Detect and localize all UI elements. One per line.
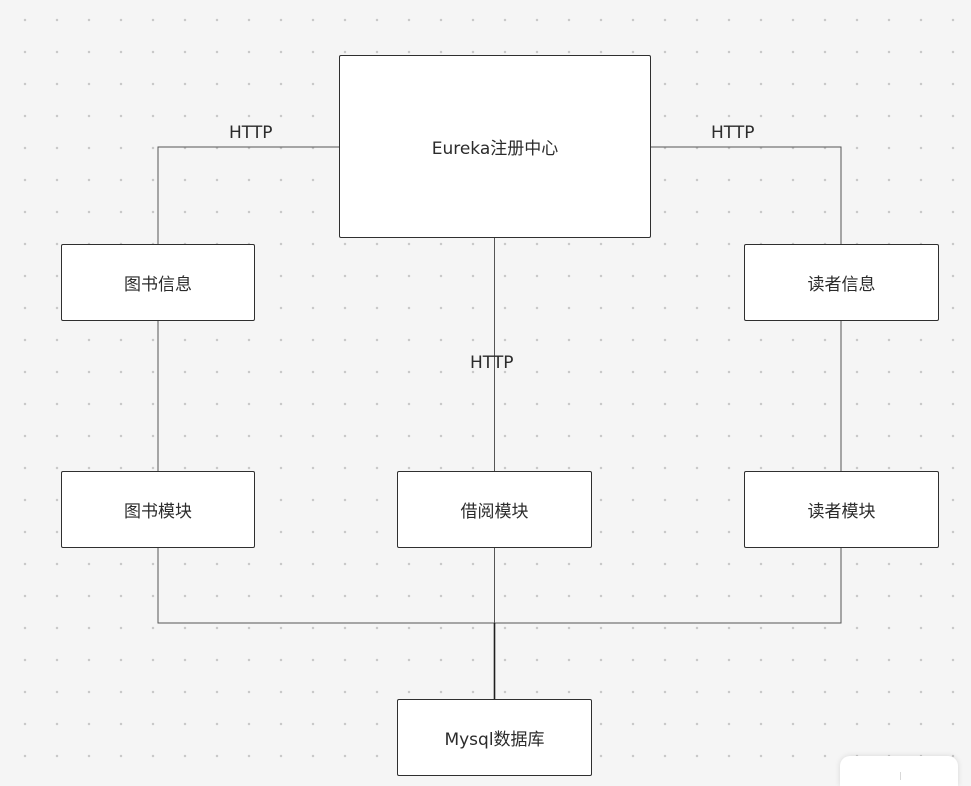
book-info-label: 图书信息 (124, 275, 192, 295)
http-label-center: HTTP (470, 353, 514, 373)
reader-module-node[interactable]: 读者模块 (744, 471, 939, 548)
toolbar-divider (900, 772, 901, 780)
connector-reader-module-bus[interactable] (494, 548, 842, 624)
http-label-right: HTTP (711, 123, 755, 143)
connector-book-module-bus[interactable] (157, 548, 495, 624)
eureka-registry-node[interactable]: Eureka注册中心 (339, 55, 651, 238)
reader-module-label: 读者模块 (807, 502, 876, 522)
mysql-database-label: Mysql数据库 (444, 730, 545, 750)
mysql-database-node[interactable]: Mysql数据库 (397, 699, 592, 776)
corner-toolbar-panel[interactable] (840, 756, 958, 786)
connector-eureka-reader-info[interactable] (651, 146, 842, 244)
book-info-node[interactable]: 图书信息 (61, 244, 255, 321)
connector-eureka-book-info[interactable] (157, 146, 339, 244)
reader-info-node[interactable]: 读者信息 (744, 244, 939, 321)
book-module-label: 图书模块 (124, 502, 192, 522)
borrow-module-node[interactable]: 借阅模块 (397, 471, 592, 548)
eureka-registry-label: Eureka注册中心 (431, 139, 559, 159)
book-module-node[interactable]: 图书模块 (61, 471, 255, 548)
borrow-module-label: 借阅模块 (460, 502, 529, 522)
reader-info-label: 读者信息 (807, 275, 876, 295)
http-label-left: HTTP (229, 123, 273, 143)
